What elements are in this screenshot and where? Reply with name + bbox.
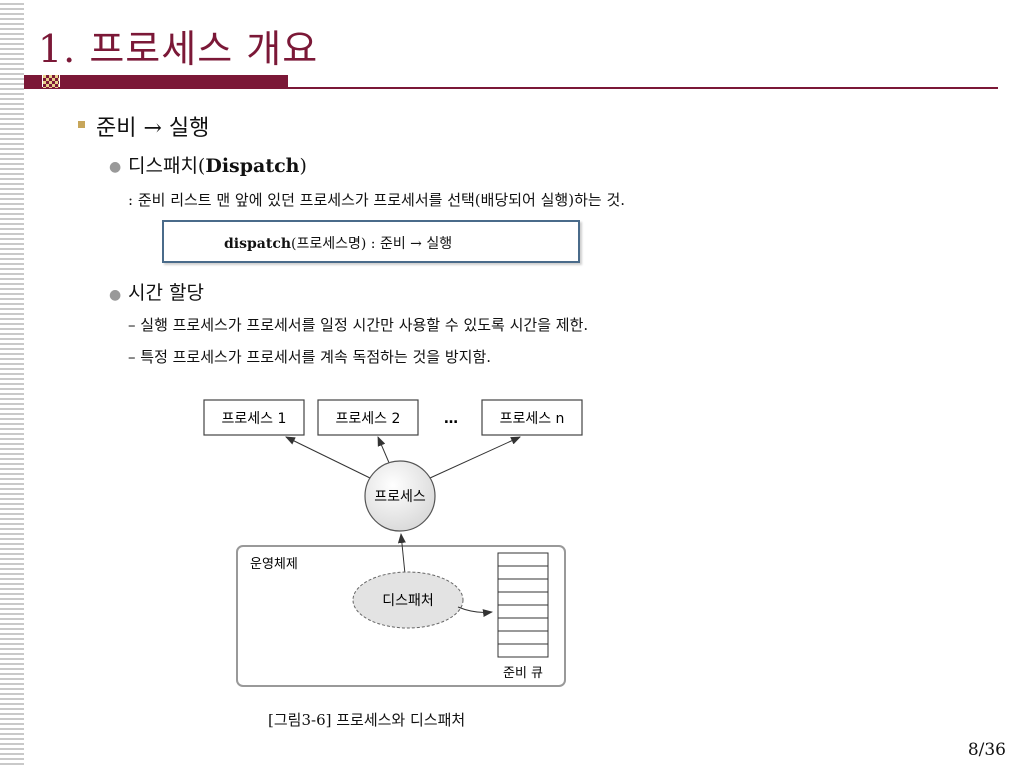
section-heading: 준비 → 실행 [96, 116, 210, 141]
dispatch-heading: 디스패치(Dispatch) [128, 155, 307, 177]
title-bar-accent [60, 75, 288, 88]
ready-queue-slot [497, 565, 549, 580]
process-node [364, 460, 436, 532]
dispatch-description: : 준비 리스트 맨 앞에 있던 프로세스가 프로세서를 선택(배당되어 실행)… [128, 191, 626, 209]
ready-queue-slot [497, 604, 549, 619]
square-bullet-icon [78, 121, 85, 128]
dispatcher-node [352, 571, 464, 629]
dot-bullet-icon: ● [109, 159, 122, 175]
ready-queue-slot [497, 591, 549, 606]
dispatch-formula-box: dispatch(프로세스명) : 준비 → 실행 [162, 220, 580, 263]
processor-ellipsis: … [444, 411, 458, 427]
checker-icon [43, 75, 59, 88]
process-node-label: 프로세스 [374, 489, 426, 505]
slide-title: 1. 프로세스 개요 [38, 27, 319, 71]
arrow-dispatcher-to-process [397, 533, 406, 575]
dispatcher-label: 디스패처 [382, 593, 434, 609]
processor-box-1 [203, 399, 305, 436]
dot-bullet-icon: ● [109, 287, 122, 303]
processor-box-2 [317, 399, 419, 436]
processor-label-n: 프로세스 n [500, 411, 565, 427]
title-underline [24, 87, 998, 89]
arrow-to-processor-n [429, 436, 521, 479]
ready-queue-slot [497, 617, 549, 632]
ready-queue-slot [497, 578, 549, 593]
time-slice-line-2: – 특정 프로세스가 프로세서를 계속 독점하는 것을 방지함. [128, 348, 492, 366]
arrow-to-processor-1 [285, 436, 371, 479]
dispatch-formula: dispatch(프로세스명) : 준비 → 실행 [224, 236, 453, 252]
ready-queue-label: 준비 큐 [503, 666, 543, 681]
page-number: 8/36 [967, 740, 1006, 760]
time-slice-heading: 시간 할당 [128, 282, 204, 304]
processor-label-1: 프로세스 1 [222, 411, 287, 427]
title-bar-left [24, 75, 42, 88]
figure-caption: [그림3-6] 프로세스와 디스패처 [268, 711, 466, 729]
ready-queue-slot [497, 643, 549, 658]
processor-box-n [481, 399, 583, 436]
ready-queue [497, 552, 549, 658]
os-label: 운영체제 [250, 557, 298, 572]
ready-queue-slot [497, 552, 549, 567]
time-slice-line-1: – 실행 프로세스가 프로세서를 일정 시간만 사용할 수 있도록 시간을 제한… [128, 316, 589, 334]
processor-label-2: 프로세스 2 [336, 411, 401, 427]
arrow-to-processor-2 [377, 436, 391, 466]
left-stripe-decoration [0, 0, 24, 768]
arrow-dispatcher-to-queue [457, 606, 493, 618]
ready-queue-slot [497, 630, 549, 645]
